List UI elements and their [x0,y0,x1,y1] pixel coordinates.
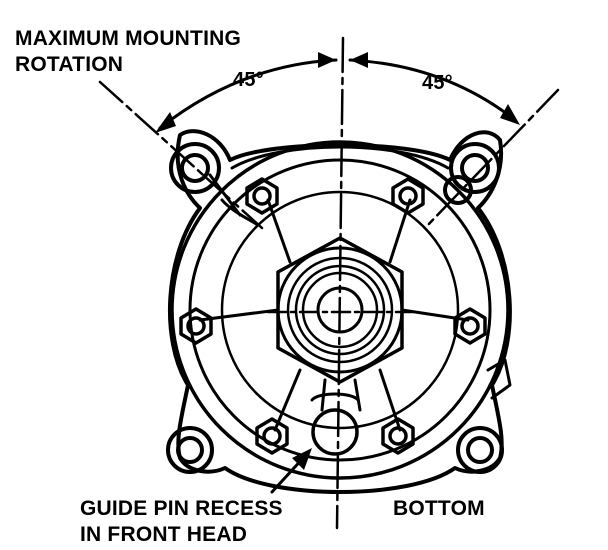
bolt-upper-right [391,177,425,215]
lug-lower-right [456,426,504,474]
guide-pin-label-line2: IN FRONT HEAD [80,523,248,546]
hex-bolts [179,177,487,455]
top-arc-detail [230,145,450,170]
bolt-lower-right [381,417,415,455]
angle-label-left: 45° [233,69,264,91]
angle-label-right: 45° [422,72,453,94]
lug-lower-left [166,426,214,474]
housing-bolt-circle [220,190,460,430]
guide-pin-label-line1: GUIDE PIN RECESS [80,497,283,520]
vertical-centerline [335,36,345,530]
bolt-upper-left [245,177,279,215]
lug-upper-left [169,142,221,194]
max-rotation-label-line1: MAXIMUM MOUNTING [15,27,242,50]
bottom-label: BOTTOM [393,497,485,520]
lug-upper-right [443,142,501,205]
angle-arrowheads [155,52,520,133]
angle-arc-left [158,58,338,130]
housing-outer-ring [170,140,510,480]
rotation-line-right [423,88,560,230]
max-rotation-label-line2: ROTATION [15,53,124,76]
guide-pin-leader-arrowhead [292,448,312,470]
mounting-lug-holes [166,142,504,474]
bolt-left [179,307,213,345]
side-tab-detail [486,358,512,400]
rotation-line-left [98,80,264,230]
housing-inner-ring [188,158,492,462]
bolt-right [453,307,487,345]
angle-arc-right [348,58,517,122]
guide-pin-recess [310,392,360,456]
bolt-lower-left [255,417,289,455]
